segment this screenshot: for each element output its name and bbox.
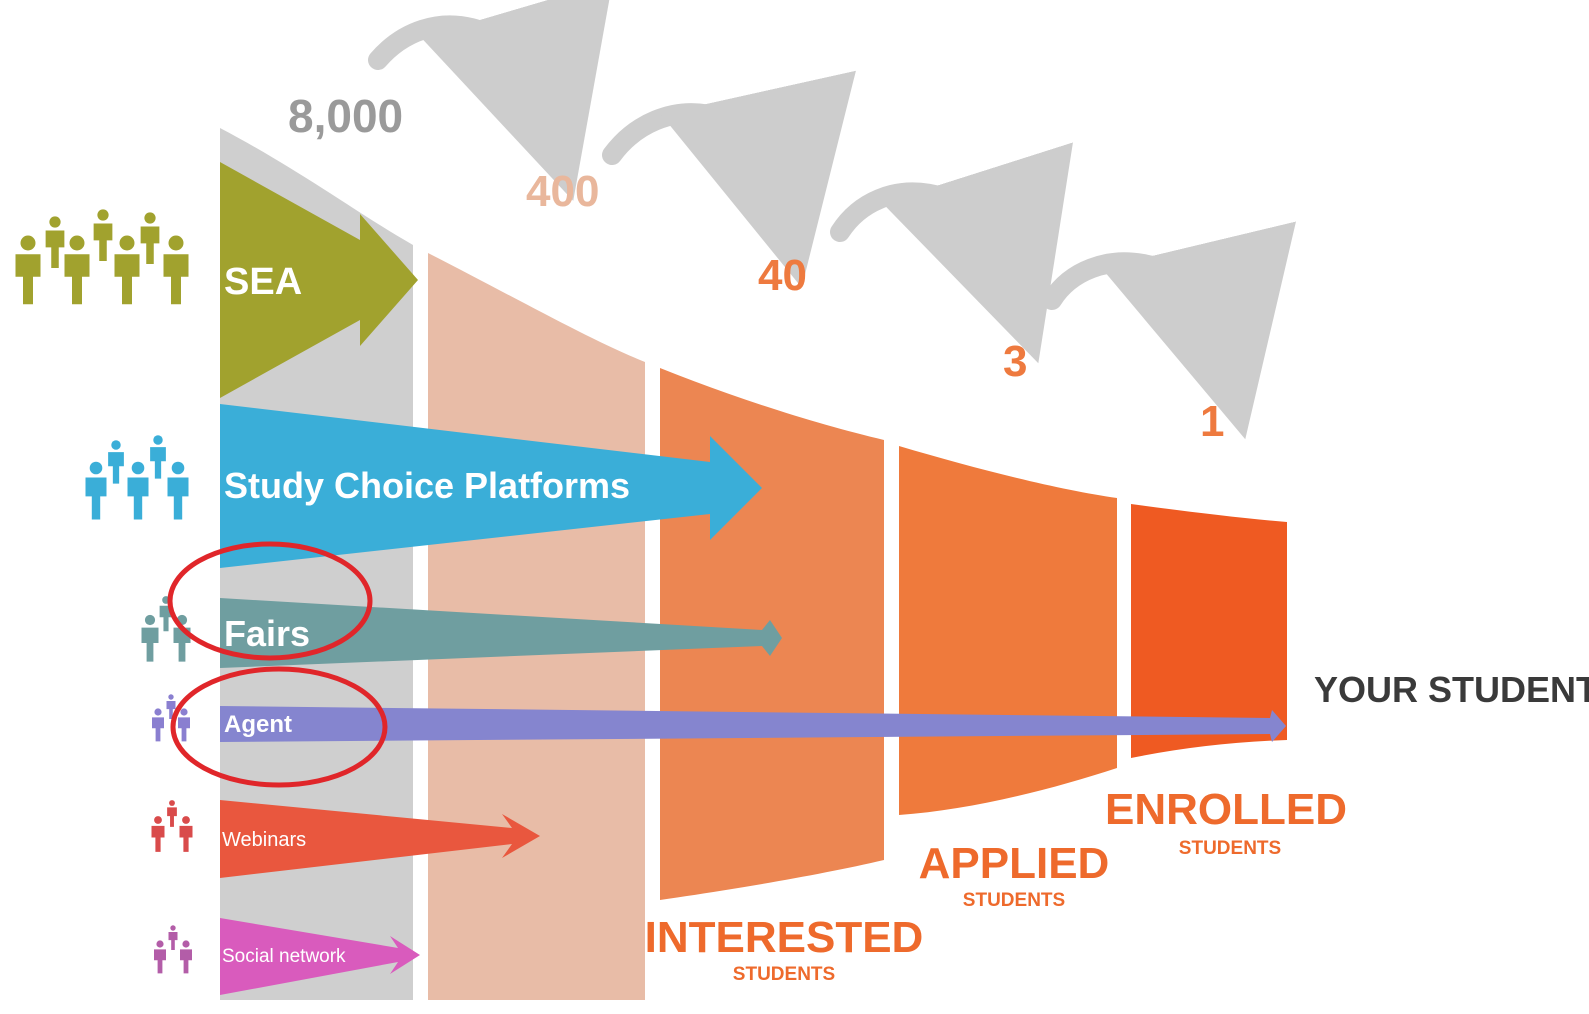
stage-applied-band <box>899 446 1117 815</box>
stage-applied-title: APPLIED <box>919 839 1110 888</box>
social-arrow <box>220 918 420 995</box>
highlight-ring-fairs <box>167 541 373 661</box>
count-1: 1 <box>1200 397 1224 446</box>
people-group-webinars-icon <box>151 800 193 852</box>
transition-arrow-4-icon <box>1042 221 1296 440</box>
channel-label-sea: SEA <box>224 261 302 303</box>
channel-labels: SEA Study Choice Platforms Fairs Agent W… <box>222 261 630 967</box>
people-group-fairs-icon <box>141 596 191 662</box>
channel-label-platforms: Study Choice Platforms <box>224 465 630 506</box>
channel-label-agent: Agent <box>224 711 292 738</box>
people-group-social-icon <box>154 925 192 974</box>
stage-enrolled-sub: STUDENTS <box>1179 838 1281 859</box>
people-group-sea-icon <box>15 209 189 305</box>
people-group-platforms-icon <box>85 435 189 520</box>
your-students-label: YOUR STUDENTS <box>1314 669 1589 710</box>
stage-applied-sub: STUDENTS <box>963 890 1065 911</box>
stage-interested-title: INTERESTED <box>645 913 924 962</box>
fairs-arrow <box>220 598 782 668</box>
transition-arrow-1-icon <box>368 0 613 201</box>
transition-arrows <box>368 0 1296 440</box>
agent-arrow <box>220 706 1286 742</box>
channel-label-fairs: Fairs <box>224 613 310 654</box>
channel-label-social: Social network <box>222 946 346 967</box>
transition-arrow-2-icon <box>602 70 856 288</box>
sea-arrow <box>220 162 418 398</box>
count-400: 400 <box>526 167 599 216</box>
stage-enrolled-title: ENROLLED <box>1105 785 1347 834</box>
count-3: 3 <box>1003 337 1027 386</box>
stage-labels: INTERESTED STUDENTS APPLIED STUDENTS ENR… <box>645 785 1347 985</box>
channel-label-webinars: Webinars <box>222 829 306 851</box>
highlight-rings <box>167 541 388 788</box>
people-group-agent-icon <box>152 694 190 742</box>
stage-enrolled-band <box>1131 504 1287 758</box>
stage-counts: 8,000 400 40 3 1 <box>288 90 1224 446</box>
channel-arrows <box>220 162 1286 995</box>
transition-arrow-3-icon <box>830 142 1073 364</box>
webinars-arrow <box>220 800 540 878</box>
count-8000: 8,000 <box>288 90 403 142</box>
highlight-ring-agent <box>170 666 388 788</box>
stage-interested-sub: STUDENTS <box>733 964 835 985</box>
platforms-arrow <box>220 404 762 568</box>
count-40: 40 <box>758 251 807 300</box>
